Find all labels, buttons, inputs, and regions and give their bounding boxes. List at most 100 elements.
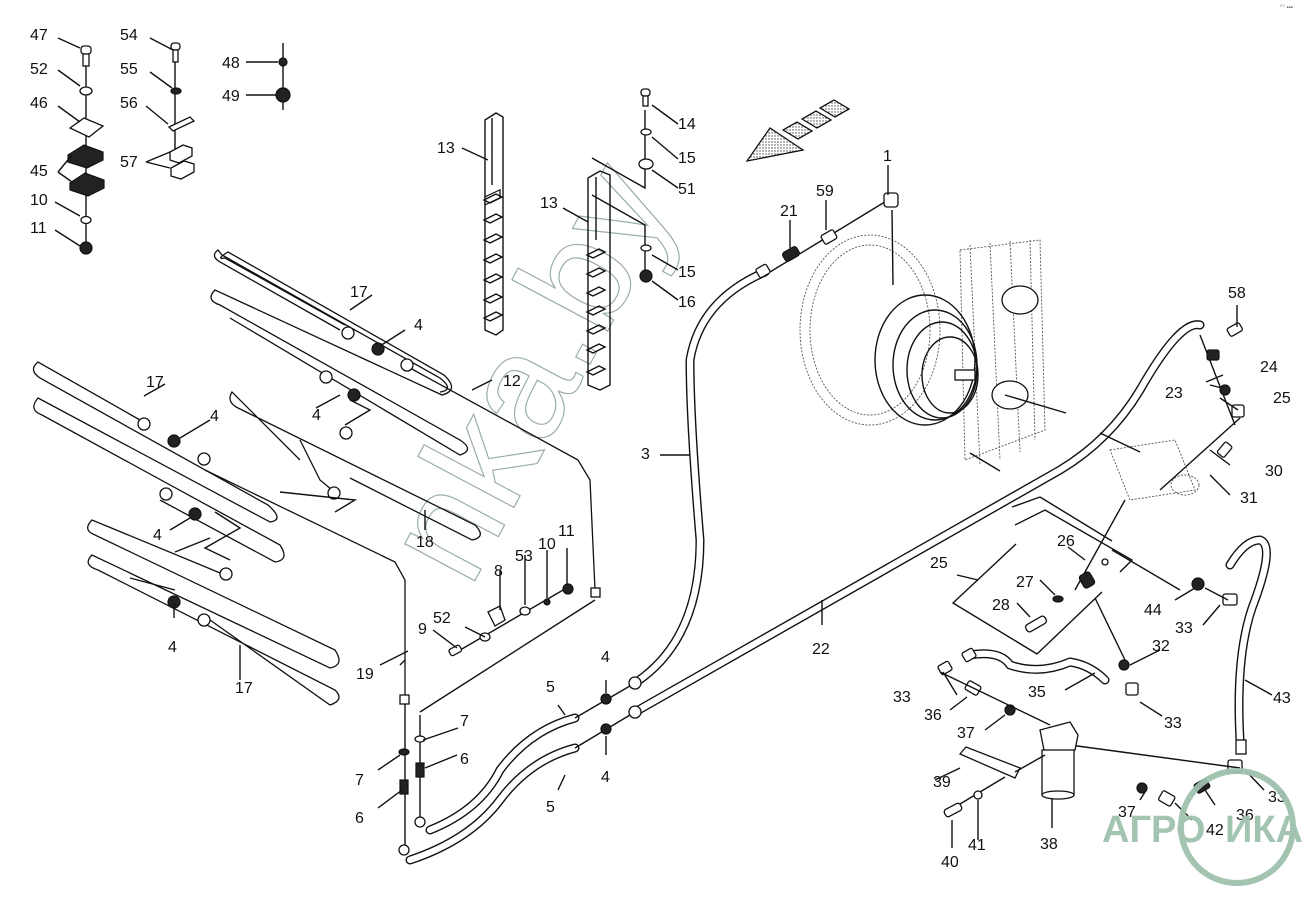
callout-12: 12 — [503, 373, 521, 390]
callout-4-c: 4 — [210, 408, 219, 425]
nut-washer-48-49 — [275, 43, 291, 110]
callout-57: 57 — [120, 154, 138, 171]
travel-direction-arrow-icon — [745, 99, 851, 162]
callout-27: 27 — [1016, 574, 1034, 591]
callout-37-b: 37 — [1118, 804, 1136, 821]
callout-17-top: 17 — [350, 284, 368, 301]
hose-22 — [630, 320, 1205, 717]
callout-33-b: 33 — [893, 689, 911, 706]
callout-30: 30 — [1265, 463, 1283, 480]
callout-56: 56 — [120, 95, 138, 112]
callout-4-f: 4 — [601, 649, 610, 666]
gearbox-cooler-unit — [799, 234, 1067, 472]
bracket-13-right — [585, 88, 654, 391]
hose-union-nuts — [574, 263, 771, 749]
callout-31: 31 — [1240, 490, 1258, 507]
callout-36-a: 36 — [924, 707, 942, 724]
callout-47: 47 — [30, 27, 48, 44]
callout-53: 53 — [515, 548, 533, 565]
tube-loop-17-left — [32, 361, 285, 563]
hose-3 — [630, 267, 770, 688]
callout-25-a: 25 — [1273, 390, 1291, 407]
callout-39: 39 — [933, 774, 951, 791]
brand-watermark-left: АГРО — [1102, 809, 1205, 851]
callout-11: 11 — [30, 220, 47, 237]
callout-5-b: 5 — [546, 799, 555, 816]
callout-labels: 47 52 46 45 10 11 54 55 56 57 48 49 13 1… — [30, 27, 1291, 871]
callout-3: 3 — [641, 446, 650, 463]
callout-41: 41 — [968, 837, 986, 854]
hose-43 — [1225, 535, 1271, 745]
tube-19 — [204, 469, 406, 700]
fitting-chain-1-59-21 — [769, 192, 899, 286]
callout-37-a: 37 — [957, 725, 975, 742]
callout-42: 42 — [1206, 822, 1224, 839]
callout-4-g: 4 — [601, 769, 610, 786]
callout-36-b: 36 — [1236, 807, 1254, 824]
hose-5-upper — [425, 713, 580, 835]
callout-33-c: 33 — [1164, 715, 1182, 732]
brand-watermark-right: ИКА — [1225, 809, 1303, 851]
callout-7-a: 7 — [460, 713, 469, 730]
callout-58: 58 — [1228, 285, 1246, 302]
fittings-right-lower — [937, 577, 1247, 807]
corner-mark: °° ▪▪▪ — [1280, 5, 1293, 11]
callout-23: 23 — [1165, 385, 1183, 402]
callout-13-left: 13 — [437, 140, 455, 157]
tube-loop-17-bottom — [87, 519, 340, 706]
callout-15-lower: 15 — [678, 264, 696, 281]
callout-leaders — [54, 37, 1273, 848]
tube-12 — [409, 367, 596, 591]
callout-19: 19 — [356, 666, 374, 683]
callout-21: 21 — [780, 203, 798, 220]
callout-49: 49 — [222, 88, 240, 105]
callout-48: 48 — [222, 55, 240, 72]
fittings-right-upper — [1099, 322, 1245, 501]
callout-7-b: 7 — [355, 772, 364, 789]
callout-40: 40 — [941, 854, 959, 871]
bracket-13-left — [482, 112, 504, 336]
callout-22: 22 — [812, 641, 830, 658]
clamp-assembly-left — [67, 45, 105, 255]
tube-loop-17-top — [210, 249, 469, 456]
callout-38: 38 — [1040, 836, 1058, 853]
callout-28: 28 — [992, 597, 1010, 614]
callout-43: 43 — [1273, 690, 1291, 707]
callout-14: 14 — [678, 116, 696, 133]
banjo-fittings-6-7 — [398, 587, 601, 856]
callout-55: 55 — [120, 61, 138, 78]
oil-filter-38 — [943, 721, 1079, 818]
callout-6-b: 6 — [355, 810, 364, 827]
callout-4-a: 4 — [414, 317, 423, 334]
callout-8: 8 — [494, 563, 503, 580]
callout-25-b: 25 — [930, 555, 948, 572]
callout-33-a: 33 — [1175, 620, 1193, 637]
callout-10: 10 — [30, 192, 48, 209]
clamp-assembly-middle — [167, 42, 196, 180]
callout-59: 59 — [816, 183, 834, 200]
callout-15-upper: 15 — [678, 150, 696, 167]
callout-32: 32 — [1152, 638, 1170, 655]
callout-52-b: 52 — [433, 610, 451, 627]
callout-54: 54 — [120, 27, 138, 44]
hose-5-lower — [405, 743, 580, 865]
callout-9: 9 — [418, 621, 427, 638]
hose-35 — [965, 649, 1110, 685]
callout-18: 18 — [416, 534, 434, 551]
callout-46: 46 — [30, 95, 48, 112]
callout-51: 51 — [678, 181, 696, 198]
callout-26: 26 — [1057, 533, 1075, 550]
callout-24: 24 — [1260, 359, 1278, 376]
callout-52: 52 — [30, 61, 48, 78]
callout-1: 1 — [883, 148, 892, 165]
callout-17-left: 17 — [146, 374, 164, 391]
callout-4-b: 4 — [312, 407, 321, 424]
callout-11-b: 11 — [558, 523, 575, 540]
callout-35: 35 — [1028, 684, 1046, 701]
callout-10-b: 10 — [538, 536, 556, 553]
kit-25-box — [951, 496, 1181, 661]
callout-5-a: 5 — [546, 679, 555, 696]
callout-45: 45 — [30, 163, 48, 180]
brand-watermark-logo: АГРО ИКА — [1102, 768, 1303, 886]
